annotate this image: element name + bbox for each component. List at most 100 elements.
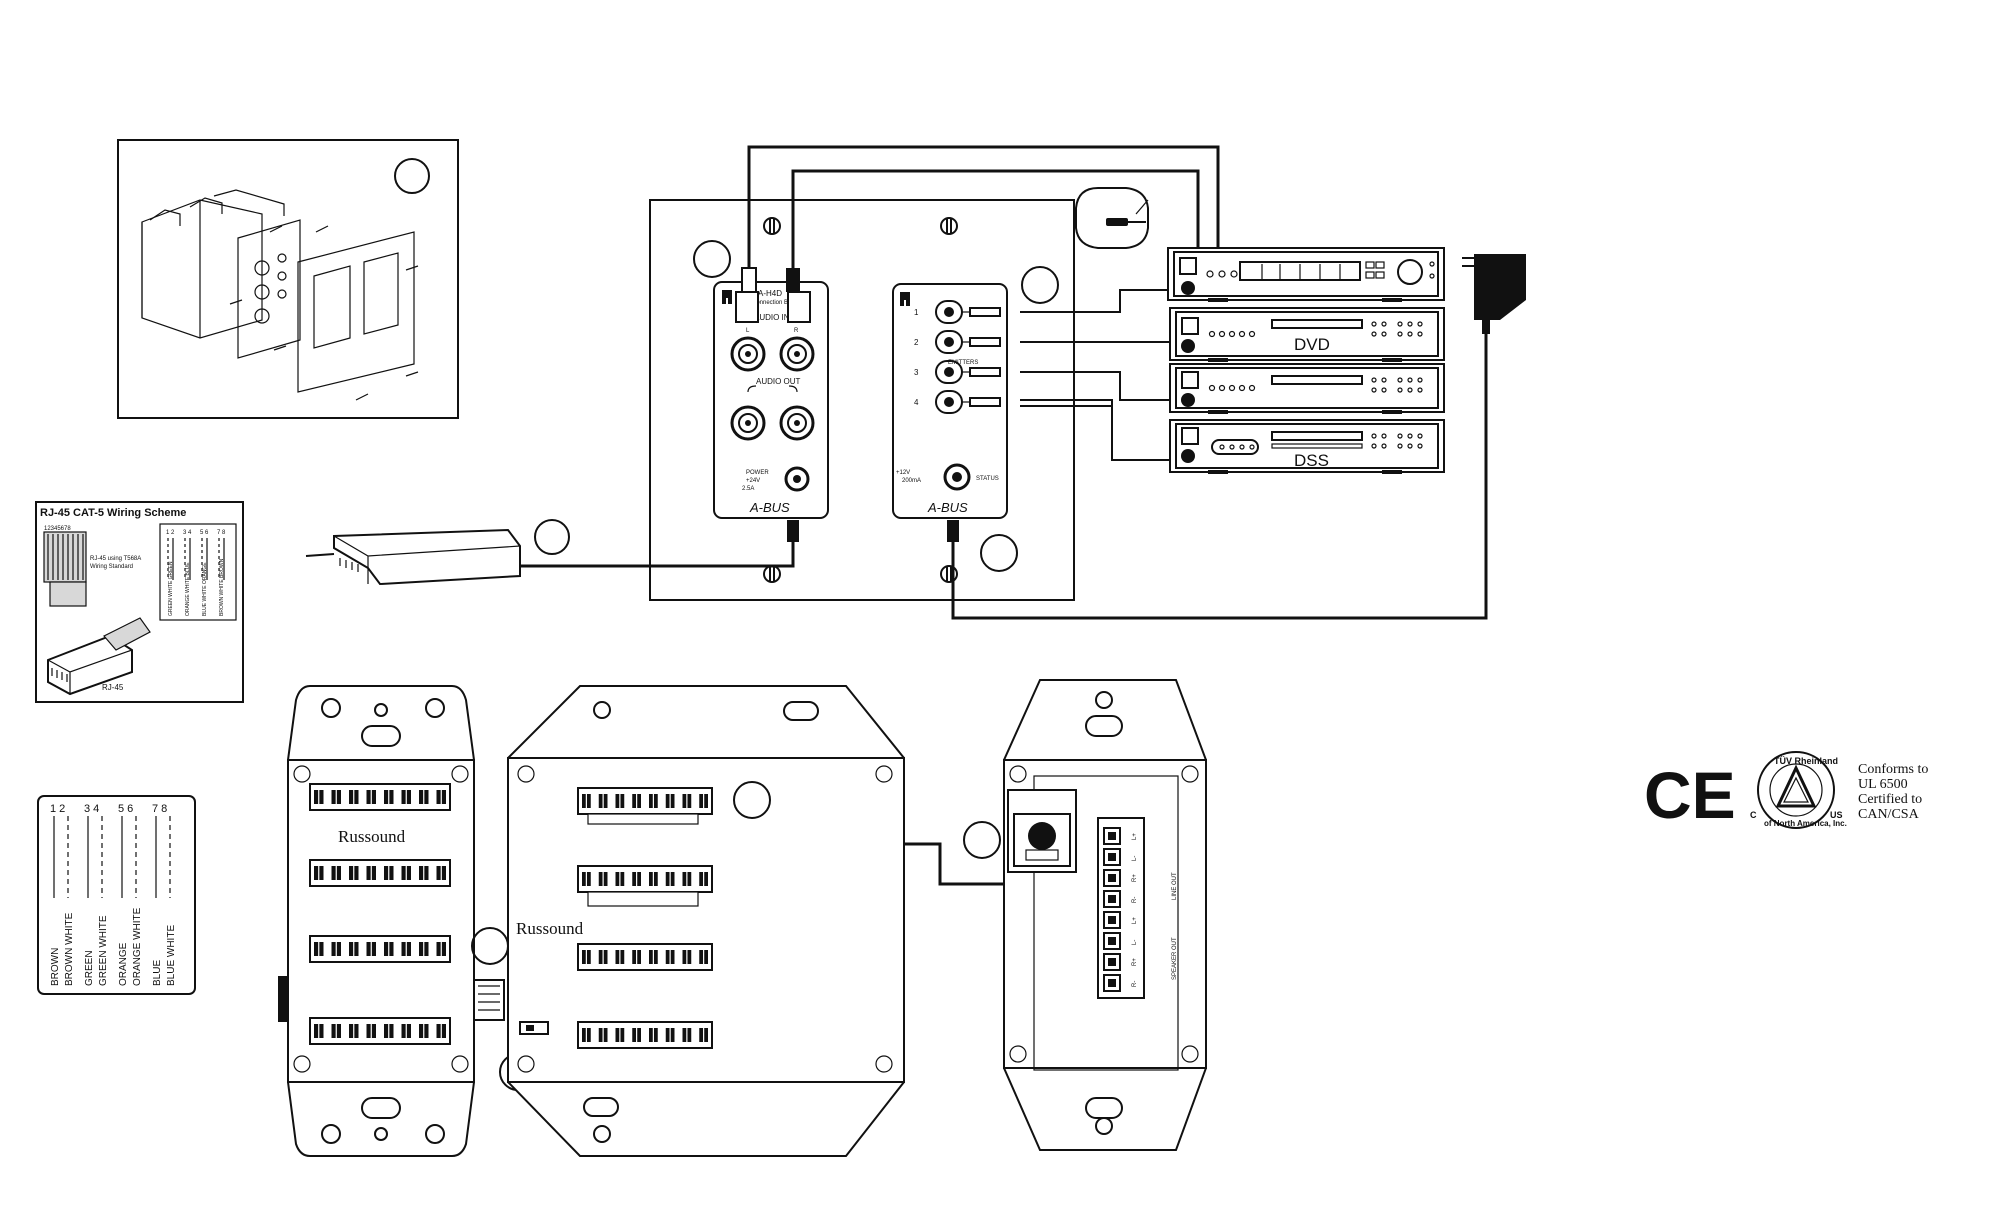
terminal-block xyxy=(309,935,451,963)
wire-color-label: GREEN xyxy=(84,950,95,986)
power-jack xyxy=(784,466,810,492)
pair-color-label: ORANGE WHITE BLUE xyxy=(185,562,191,616)
line-out-label: LINE OUT xyxy=(1172,872,1178,900)
pair-number: 7 8 xyxy=(152,803,167,815)
callout-circle xyxy=(534,519,570,555)
dvd-label: DVD xyxy=(1294,335,1330,354)
emitter-port-number: 3 xyxy=(914,368,919,377)
callout-circle xyxy=(394,158,430,194)
certification-marks: CE TÜV Rheinland of North America, Inc. … xyxy=(1644,751,1928,832)
keypad-module: L+L-R+R-L+L-R+R- LINE OUT SPEAKER OUT xyxy=(1003,679,1207,1151)
pair-color-label: GREEN WHITE GREEN xyxy=(168,561,174,616)
cert-line-4: CAN/CSA xyxy=(1858,807,1920,822)
emitter-port-number: 4 xyxy=(914,398,919,407)
terminal-block xyxy=(309,859,451,887)
wire-color-label: BROWN xyxy=(50,948,61,986)
wire-color-label: ORANGE WHITE xyxy=(132,907,143,986)
audio-in-label: AUDIO IN xyxy=(754,313,790,322)
wiring-note-line2: Wiring Standard xyxy=(90,564,133,570)
status-indicator xyxy=(943,463,971,491)
wiring-scheme-title: RJ-45 CAT-5 Wiring Scheme xyxy=(40,507,186,519)
speaker-out-label: SPEAKER OUT xyxy=(1172,937,1178,980)
cert-line-1: Conforms to xyxy=(1858,762,1928,777)
callout-circle xyxy=(980,534,1018,572)
terminal-block xyxy=(309,1017,451,1045)
rj45-jack xyxy=(1007,789,1077,873)
emitter-power-spec1: +12V xyxy=(896,470,910,476)
wire-color-label: ORANGE xyxy=(118,942,129,986)
distribution-hub: Russound Russound xyxy=(278,685,1001,1157)
screw-terminal xyxy=(1103,890,1121,908)
av-receiver xyxy=(1167,247,1445,302)
emitter-port-number: 2 xyxy=(914,338,919,347)
terminal-block xyxy=(577,787,713,815)
ir-emitter-module: 1 2 3 4 EMITTERS +12V 200mA STATUS A-BUS xyxy=(892,283,1008,519)
hub-brand-left: Russound xyxy=(338,827,406,846)
terminal-label: L+ xyxy=(1132,917,1138,924)
screw-terminal xyxy=(1103,848,1121,866)
status-label: STATUS xyxy=(976,476,999,482)
terminal-label: L- xyxy=(1132,940,1138,945)
tuv-us-text: US xyxy=(1830,810,1843,820)
mini-plug-callout xyxy=(1075,187,1149,249)
callout-circle xyxy=(733,781,771,819)
main-wall-plate: A-H4D Connection B AUDIO IN L R AUDIO OU… xyxy=(649,187,1149,601)
wall-wart-adapter xyxy=(1462,254,1526,334)
terminal-label: R+ xyxy=(1132,874,1138,882)
audio-model-line1: A-H4D xyxy=(758,289,782,298)
power-spec2: 2.5A xyxy=(742,486,754,492)
tuv-top-text: TÜV Rheinland xyxy=(1774,756,1838,766)
cert-line-3: Certified to xyxy=(1858,792,1922,807)
tuv-c-text: C xyxy=(1750,810,1757,820)
callout-circle xyxy=(693,240,731,278)
emitter-abus-logo: A-BUS xyxy=(927,500,968,515)
pair-number: 5 6 xyxy=(118,803,133,815)
terminal-label: L+ xyxy=(1132,833,1138,840)
abus-logo: A-BUS xyxy=(749,500,790,515)
screw-terminal xyxy=(1103,911,1121,929)
screw-terminal xyxy=(1103,869,1121,887)
wire-color-label: BLUE xyxy=(152,960,163,986)
terminal-block xyxy=(577,943,713,971)
screw-terminal xyxy=(1103,953,1121,971)
wire-color-label: BLUE WHITE xyxy=(166,925,177,986)
ce-mark: CE xyxy=(1644,758,1736,832)
power-spec1: +24V xyxy=(746,478,760,484)
emitter-port-number: 1 xyxy=(914,308,919,317)
terminal-block xyxy=(577,1021,713,1049)
audio-input-module: A-H4D Connection B AUDIO IN L R AUDIO OU… xyxy=(713,281,829,519)
callout-circle xyxy=(963,821,1001,859)
pair-color-label: BROWN WHITE BROWN xyxy=(219,558,225,616)
wire-color-label: BROWN WHITE xyxy=(64,912,75,986)
dss-receiver: DSS xyxy=(1169,419,1445,474)
audio-model-line2: Connection B xyxy=(752,300,788,306)
terminal-label: R- xyxy=(1132,981,1138,987)
screw-terminal xyxy=(1103,932,1121,950)
audio-left-label: L xyxy=(746,328,750,334)
emitter-power-spec2: 200mA xyxy=(902,478,921,484)
wire-color-label: GREEN WHITE xyxy=(98,915,109,986)
rj45-connector-label: RJ-45 xyxy=(102,683,124,692)
cables xyxy=(520,145,1526,886)
pin-pair-number: 5 6 xyxy=(200,530,209,536)
screw-terminal xyxy=(1103,827,1121,845)
dss-label: DSS xyxy=(1294,451,1329,470)
pair-number: 3 4 xyxy=(84,803,99,815)
wiring-note-line1: RJ-45 using T568A xyxy=(90,556,141,562)
component-stack: DVD DSS xyxy=(1167,247,1445,474)
emitters-label: EMITTERS xyxy=(948,360,978,366)
power-label: POWER xyxy=(746,470,769,476)
cert-line-2: UL 6500 xyxy=(1858,777,1908,792)
hub-brand-right: Russound xyxy=(516,919,584,938)
audio-out-label: AUDIO OUT xyxy=(756,377,801,386)
power-supply-brick xyxy=(305,519,570,586)
rca-jack xyxy=(779,405,815,441)
tuv-mark: TÜV Rheinland of North America, Inc. C U… xyxy=(1750,751,1847,829)
pin-pair-number: 1 2 xyxy=(166,530,175,536)
callout-circle xyxy=(1021,266,1059,304)
rj45-wiring-scheme: RJ-45 CAT-5 Wiring Scheme 12345678 RJ-45… xyxy=(35,501,244,703)
terminal-label: L- xyxy=(1132,856,1138,861)
pin-number-strip: 12345678 xyxy=(44,526,71,532)
